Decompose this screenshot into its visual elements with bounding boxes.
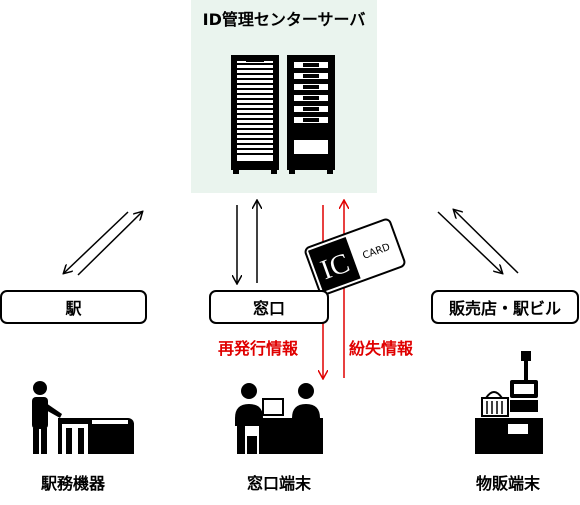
node-shop: 販売店・駅ビル (431, 290, 579, 324)
flow-loss-label: 紛失情報 (349, 339, 414, 358)
caption-sales-terminal: 物販端末 (475, 474, 540, 493)
caption-station-machine: 駅務機器 (40, 474, 105, 493)
station-machine-icon (32, 381, 134, 454)
counter-terminal-icon (235, 383, 323, 454)
flow-reissue-label: 再発行情報 (218, 339, 299, 358)
node-counter: 窓口 (209, 290, 329, 324)
arrow-server-to-shop (437, 211, 502, 273)
caption-counter-terminal: 窓口端末 (246, 474, 311, 493)
arrow-shop-to-server (454, 210, 519, 274)
node-station: 駅 (0, 290, 147, 324)
server-title: ID管理センターサーバ (202, 10, 366, 29)
pos-terminal-icon (475, 351, 543, 454)
arrow-station-to-server (77, 212, 142, 276)
arrow-server-to-station (64, 211, 129, 273)
server-area (191, 0, 377, 193)
